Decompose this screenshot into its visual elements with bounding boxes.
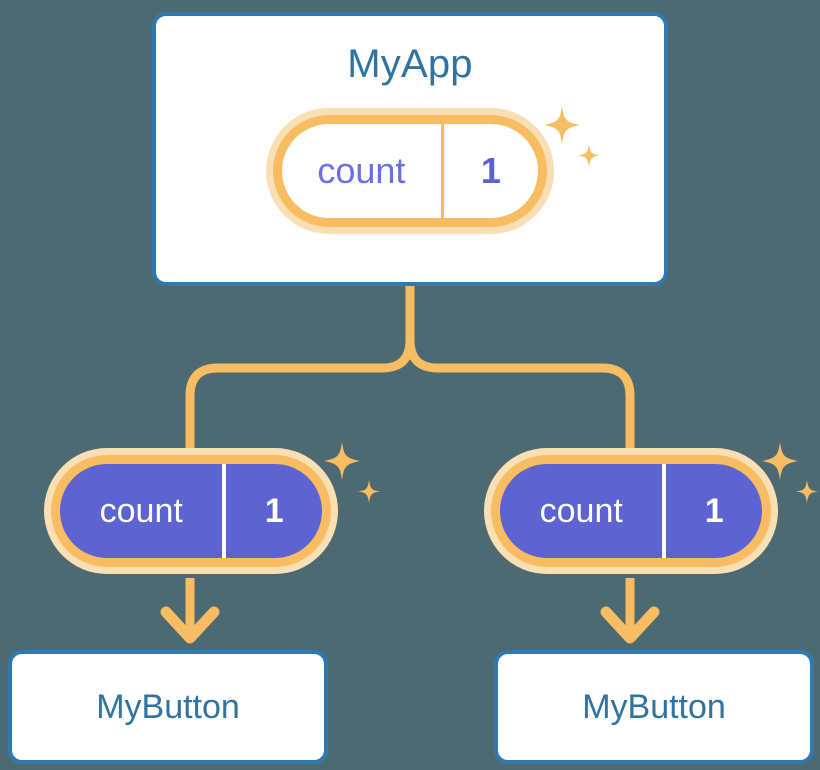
mybutton-label: MyButton	[582, 687, 726, 726]
state-pill-child-left[interactable]: count 1	[44, 448, 338, 574]
state-key: count	[99, 491, 183, 530]
pill-body: count 1	[282, 124, 538, 218]
mybutton-card-right[interactable]: MyButton	[494, 650, 814, 764]
state-key: count	[539, 491, 623, 530]
mybutton-card-left[interactable]: MyButton	[8, 650, 328, 764]
state-key: count	[317, 150, 406, 191]
arrow-down-icon-right	[600, 606, 660, 644]
pill-body: count 1	[500, 464, 762, 558]
mybutton-label: MyButton	[96, 687, 240, 726]
arrow-down-icon-left	[160, 606, 220, 644]
page-title: MyApp	[347, 42, 473, 86]
state-value: 1	[704, 491, 724, 530]
state-value: 1	[264, 491, 284, 530]
pill-divider	[440, 124, 444, 218]
state-value: 1	[480, 150, 501, 191]
state-pill-root[interactable]: count 1	[266, 108, 554, 234]
pill-body: count 1	[60, 464, 322, 558]
pill-divider	[662, 464, 667, 558]
state-pill-child-right[interactable]: count 1	[484, 448, 778, 574]
